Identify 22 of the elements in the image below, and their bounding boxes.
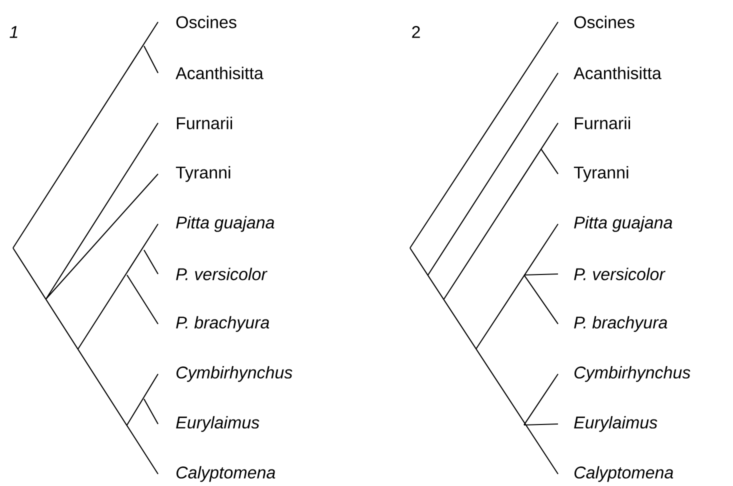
taxon-label: Acanthisitta xyxy=(176,66,264,80)
figure-number: 2 xyxy=(412,26,420,38)
taxon-label: Acanthisitta xyxy=(574,66,662,80)
taxon-label: Oscines xyxy=(176,16,236,28)
figure-number: 1 xyxy=(10,26,18,38)
taxon-label: P. versicolor xyxy=(574,268,666,280)
taxon-label: Tyranni xyxy=(574,166,628,182)
taxon-label: Calyptomena xyxy=(176,466,276,482)
taxon-label: Cymbirhynchus xyxy=(574,366,690,382)
taxon-label: Cymbirhynchus xyxy=(176,366,292,382)
taxon-label: P. brachyura xyxy=(176,316,270,332)
taxon-label: Furnarii xyxy=(176,116,232,130)
taxon-label: Calyptomena xyxy=(574,466,674,482)
taxon-label: Tyranni xyxy=(176,166,230,182)
taxon-label: P. brachyura xyxy=(574,316,668,332)
taxon-label: P. versicolor xyxy=(176,268,268,280)
taxon-label: Pitta guajana xyxy=(574,216,672,232)
taxon-label: Oscines xyxy=(574,16,634,28)
taxon-label: Eurylaimus xyxy=(574,416,658,432)
taxon-label: Furnarii xyxy=(574,116,630,130)
taxon-label: Eurylaimus xyxy=(176,416,260,432)
taxon-label: Pitta guajana xyxy=(176,216,274,232)
